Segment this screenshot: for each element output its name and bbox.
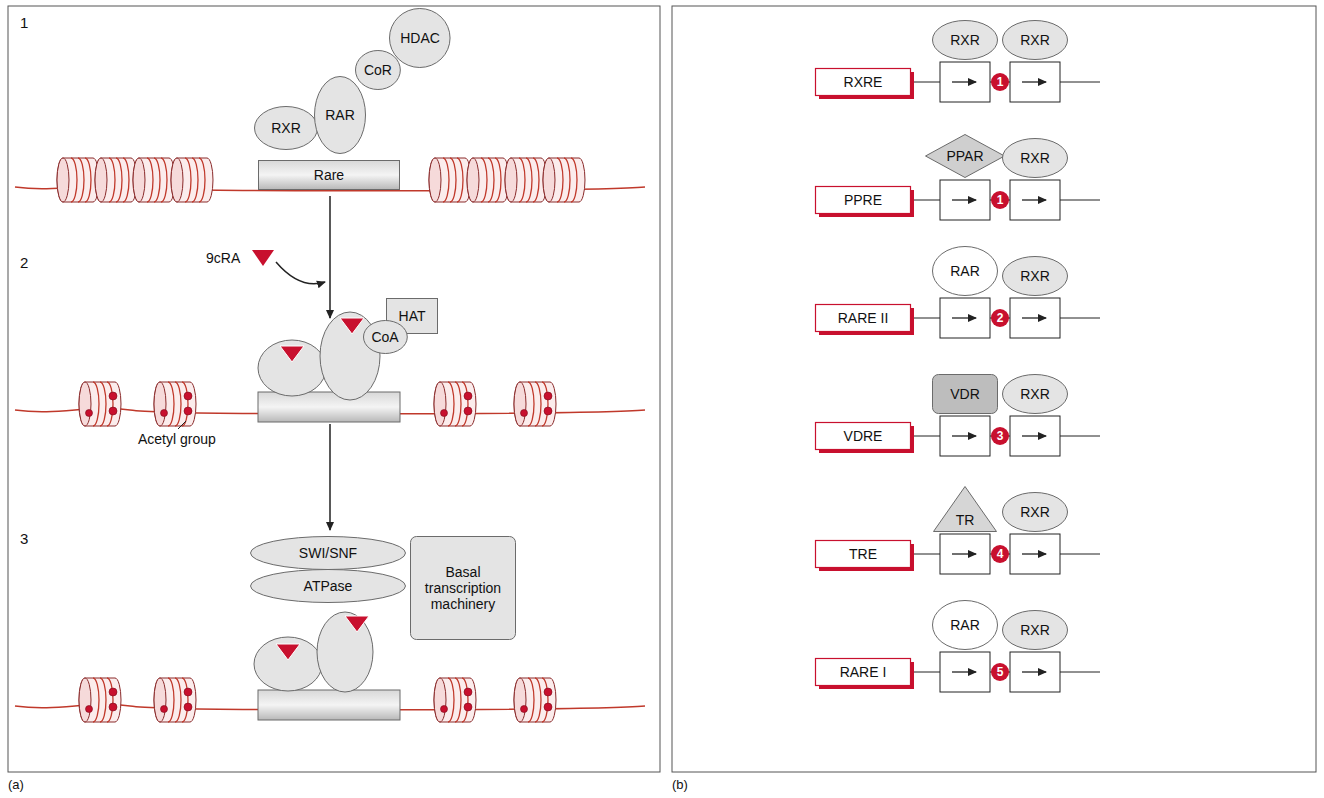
callout-number: 1 <box>991 191 1009 209</box>
node-text: HAT <box>399 308 426 324</box>
ligand <box>252 250 274 266</box>
node-text: RXR <box>1020 150 1050 166</box>
annotation: Acetyl group <box>138 431 216 447</box>
nucleosome <box>171 158 213 202</box>
step-arrow <box>329 196 331 318</box>
nucleosome <box>133 158 175 202</box>
panel-frame <box>8 6 660 772</box>
nucleosome <box>79 678 121 722</box>
nucleosome <box>434 382 476 426</box>
protein-shape: RXR <box>1002 138 1068 178</box>
node-text: RARE I <box>840 664 887 680</box>
nucleosome <box>79 382 121 426</box>
node-text: RXR <box>271 120 301 136</box>
nucleosome <box>154 382 196 426</box>
receptor-complex <box>254 612 400 720</box>
dna-element: Rare <box>258 160 400 190</box>
nucleosome <box>543 158 585 202</box>
protein-shape: CoA <box>363 320 408 354</box>
node-text: RXR <box>1020 268 1050 284</box>
protein-shape: Basal transcription machinery <box>410 536 516 640</box>
protein-shape: CoR <box>355 50 401 90</box>
protein-shape: VDR <box>932 374 998 414</box>
protein-shape: SWI/SNF <box>250 536 406 570</box>
panel-label: (b) <box>672 777 688 792</box>
step-number: 1 <box>20 14 28 31</box>
step-number: 3 <box>20 530 28 547</box>
element-label: VDRE <box>815 422 911 450</box>
element-label: RARE I <box>815 658 911 686</box>
node-text: RXR <box>1020 32 1050 48</box>
step-number: 2 <box>20 254 28 271</box>
protein-shape: RAR <box>932 600 998 650</box>
node-text: RAR <box>325 107 355 123</box>
protein-shape: RXR <box>1002 492 1068 532</box>
nucleosome <box>434 678 476 722</box>
node-text: RXRE <box>844 74 883 90</box>
protein-shape: RXR <box>1002 374 1068 414</box>
node-text: RXR <box>1020 386 1050 402</box>
node-text: RAR <box>950 263 980 279</box>
callout-number: 3 <box>991 427 1009 445</box>
nucleosome <box>514 678 556 722</box>
ligand-arrow <box>276 262 325 284</box>
element-label: RXRE <box>815 68 911 96</box>
nucleosome <box>57 158 99 202</box>
protein-shape: TR <box>933 486 997 532</box>
leader-line <box>178 421 186 429</box>
nucleosome <box>467 158 509 202</box>
panel-label: (a) <box>8 777 24 792</box>
node-text: SWI/SNF <box>299 545 357 561</box>
node-text: RXR <box>1020 622 1050 638</box>
protein-shape: HDAC <box>389 8 451 68</box>
node-text: PPAR <box>946 148 983 164</box>
protein-shape: RXR <box>1002 20 1068 60</box>
dna <box>15 158 645 722</box>
protein-shape: RXR <box>932 20 998 60</box>
node-text: HDAC <box>400 30 440 46</box>
protein-shape: PPAR <box>925 134 1005 178</box>
node-text: PPRE <box>844 192 882 208</box>
node-text: RAR <box>950 617 980 633</box>
node-text: Rare <box>314 167 344 183</box>
callout-number: 5 <box>991 663 1009 681</box>
node-text: VDR <box>950 386 980 402</box>
protein-shape: RXR <box>1002 610 1068 650</box>
nucleosome <box>95 158 137 202</box>
nucleosome <box>505 158 547 202</box>
node-text: CoA <box>371 329 398 345</box>
callout-number: 1 <box>991 73 1009 91</box>
protein-shape: RXR <box>254 106 318 150</box>
node-text: ATPase <box>304 578 353 594</box>
element-label: PPRE <box>815 186 911 214</box>
protein-shape: ATPase <box>250 569 406 603</box>
nucleosome <box>514 382 556 426</box>
node-text: RXR <box>950 32 980 48</box>
callout-number: 4 <box>991 545 1009 563</box>
node-text: VDRE <box>844 428 883 444</box>
node-text: RXR <box>1020 504 1050 520</box>
panel-frame <box>672 6 1316 772</box>
node-text: RARE II <box>838 310 889 326</box>
protein-shape: RAR <box>932 246 998 296</box>
response-elements <box>910 62 1100 692</box>
nucleosome <box>429 158 471 202</box>
node-text: TRE <box>849 546 877 562</box>
callout-number: 2 <box>991 309 1009 327</box>
node-text: CoR <box>364 62 392 78</box>
protein-shape: RAR <box>314 76 366 154</box>
ligand-label: 9cRA <box>206 250 240 266</box>
nucleosome <box>154 678 196 722</box>
step-arrow <box>329 424 331 530</box>
element-label: RARE II <box>815 304 911 332</box>
element-label: TRE <box>815 540 911 568</box>
node-text: Basal transcription machinery <box>417 564 509 612</box>
node-text: TR <box>956 512 975 528</box>
protein-shape: RXR <box>1002 256 1068 296</box>
